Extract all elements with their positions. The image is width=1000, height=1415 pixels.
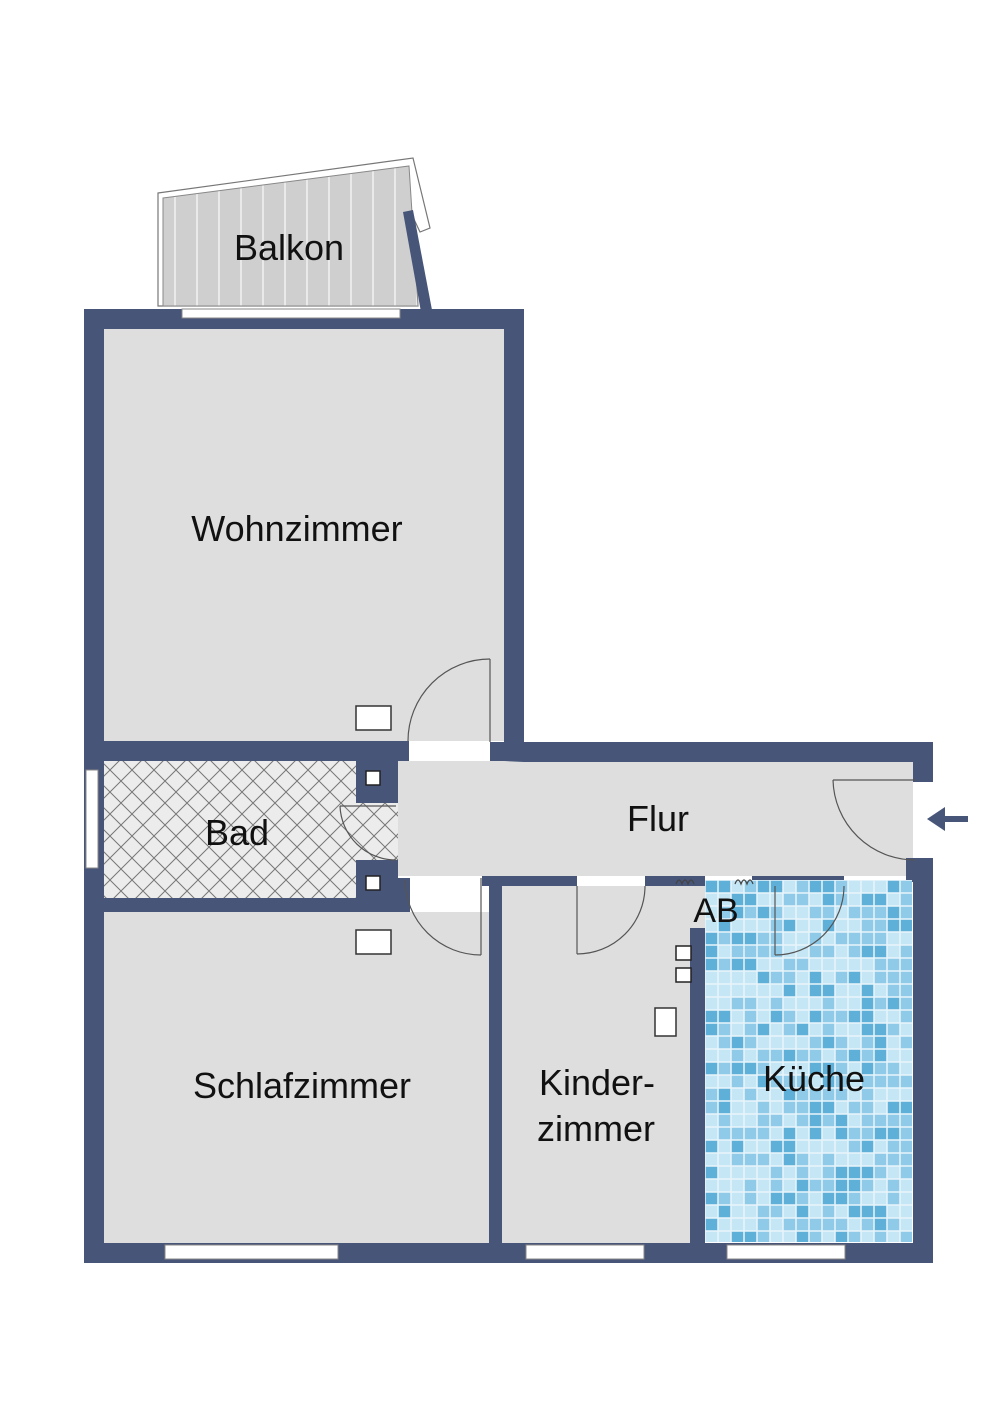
label-bad: Bad bbox=[205, 812, 269, 853]
radiator-icon bbox=[355, 705, 392, 731]
shaft-icons bbox=[365, 770, 692, 983]
kueche-window bbox=[726, 1244, 846, 1260]
kinderzimmer-floor bbox=[502, 886, 690, 1243]
shaft-icon bbox=[675, 945, 692, 961]
label-flur: Flur bbox=[627, 798, 689, 839]
kueche-floor bbox=[705, 880, 912, 1242]
balcony bbox=[157, 157, 432, 312]
door-bad bbox=[339, 805, 397, 861]
bad-floor bbox=[104, 761, 356, 898]
door-kinderzimmer bbox=[576, 885, 646, 955]
doors bbox=[339, 658, 916, 956]
schlafzimmer-window bbox=[164, 1244, 339, 1260]
label-wohnzimmer: Wohnzimmer bbox=[191, 508, 402, 549]
door-wohnzimmer bbox=[407, 658, 491, 742]
coil-icons bbox=[675, 879, 754, 886]
shaft-icon bbox=[675, 967, 692, 983]
label-kinderzimmer-line2: zimmer bbox=[537, 1108, 655, 1149]
label-balkon: Balkon bbox=[234, 227, 344, 268]
door-entrance bbox=[832, 779, 916, 861]
door-schlafzimmer bbox=[404, 878, 482, 956]
radiator-icon bbox=[355, 929, 392, 955]
radiator-icons bbox=[355, 705, 677, 1037]
bad-entry-floor bbox=[356, 803, 398, 860]
schlafzimmer-floor bbox=[104, 912, 489, 1243]
balcony-door bbox=[181, 308, 401, 319]
kinderzimmer-window bbox=[525, 1244, 645, 1260]
radiator-icon bbox=[654, 1007, 677, 1037]
floors bbox=[104, 329, 913, 1243]
flur-floor bbox=[398, 761, 913, 876]
shaft-icon bbox=[365, 770, 381, 786]
bad-window bbox=[85, 769, 99, 869]
door-kueche bbox=[774, 885, 845, 956]
label-kinderzimmer-line1: Kinder- bbox=[539, 1062, 655, 1103]
shaft-icon bbox=[365, 875, 381, 891]
wohnzimmer-floor bbox=[104, 329, 504, 741]
label-kueche: Küche bbox=[763, 1058, 865, 1099]
windows bbox=[85, 308, 846, 1260]
label-ab: AB bbox=[693, 892, 738, 930]
room-labels: Balkon Wohnzimmer Bad Flur AB Schlafzimm… bbox=[191, 227, 865, 1149]
arrow-left-icon bbox=[927, 807, 968, 831]
label-schlafzimmer: Schlafzimmer bbox=[193, 1065, 411, 1106]
